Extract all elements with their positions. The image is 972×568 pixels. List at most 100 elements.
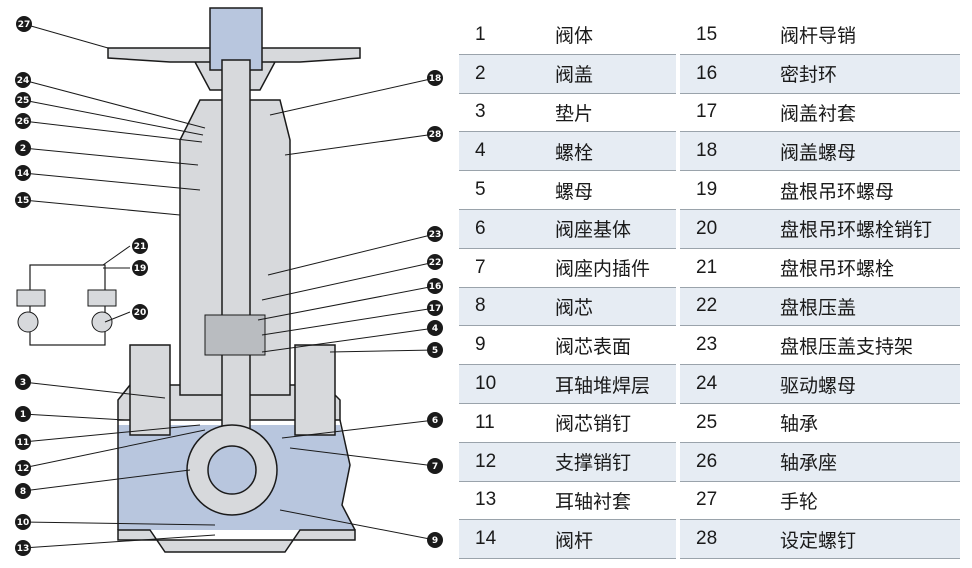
parts-table-row: 9 阀芯表面	[459, 326, 676, 366]
part-number: 28	[696, 528, 718, 550]
part-name: 阀盖衬套	[780, 102, 857, 125]
callout-18: 18	[427, 70, 443, 86]
svg-text:28: 28	[429, 130, 442, 140]
part-number: 26	[696, 450, 718, 472]
part-name: 盘根吊环螺母	[780, 180, 895, 203]
callout-26: 26	[15, 113, 31, 129]
part-name: 阀杆导销	[780, 25, 857, 48]
bolt-left	[129, 344, 171, 436]
part-name: 手轮	[780, 490, 819, 513]
part-name: 阀盖	[555, 64, 594, 87]
svg-text:23: 23	[429, 230, 442, 240]
svg-text:14: 14	[17, 169, 30, 179]
svg-text:5: 5	[432, 346, 438, 356]
parts-table-row: 2 阀盖	[459, 54, 676, 94]
callout-16: 16	[427, 278, 443, 294]
packing	[204, 314, 266, 356]
part-number: 25	[696, 411, 718, 433]
part-name: 阀体	[555, 25, 594, 48]
callout-10: 10	[15, 514, 31, 530]
callout-21: 21	[132, 238, 148, 254]
part-name: 驱动螺母	[780, 374, 857, 397]
leader-lines	[22, 23, 436, 549]
svg-text:11: 11	[17, 438, 30, 448]
callout-3: 3	[15, 374, 31, 390]
part-name: 耳轴堆焊层	[555, 374, 651, 397]
parts-table-row: 19 盘根吊环螺母	[680, 171, 960, 210]
part-name: 轴承座	[780, 452, 838, 475]
gland-eyebolt-right	[87, 289, 117, 307]
callout-14: 14	[15, 165, 31, 181]
part-number: 3	[475, 101, 486, 123]
part-number: 8	[475, 295, 486, 317]
part-name: 盘根压盖支持架	[780, 335, 914, 358]
part-number: 14	[475, 528, 497, 550]
callout-22: 22	[427, 254, 443, 270]
svg-text:13: 13	[17, 544, 30, 554]
callout-15: 15	[15, 192, 31, 208]
svg-text:18: 18	[429, 74, 442, 84]
callout-8: 8	[15, 483, 31, 499]
part-name: 轴承	[780, 413, 819, 436]
part-number: 2	[475, 62, 486, 84]
parts-table-row: 15 阀杆导销	[680, 16, 960, 55]
gland-pin-right	[91, 311, 113, 333]
callout-20: 20	[132, 304, 148, 320]
part-number: 7	[475, 256, 486, 278]
part-number: 17	[696, 101, 718, 123]
callout-1: 1	[15, 406, 31, 422]
callout-23: 23	[427, 226, 443, 242]
svg-text:26: 26	[17, 117, 30, 127]
part-number: 20	[696, 217, 718, 239]
part-name: 盘根吊环螺栓	[780, 258, 895, 281]
callout-24: 24	[15, 72, 31, 88]
callout-5: 5	[427, 342, 443, 358]
part-number: 23	[696, 334, 718, 356]
part-number: 18	[696, 140, 718, 162]
part-name: 盘根压盖	[780, 296, 857, 319]
part-number: 10	[475, 373, 497, 395]
part-number: 12	[475, 450, 497, 472]
valve-body-outline	[117, 419, 356, 531]
part-number: 19	[696, 179, 718, 201]
callout-12: 12	[15, 460, 31, 476]
svg-text:4: 4	[432, 324, 438, 334]
callout-25: 25	[15, 92, 31, 108]
part-name: 阀芯	[555, 296, 594, 319]
callout-17: 17	[427, 300, 443, 316]
svg-text:19: 19	[134, 264, 147, 274]
svg-text:21: 21	[134, 242, 147, 252]
svg-text:24: 24	[17, 76, 30, 86]
part-number: 6	[475, 217, 486, 239]
part-name: 阀芯表面	[555, 335, 632, 358]
valve-cross-section-diagram: 27 24 25 26 2 14 15 21 19 20 3 1 11 12 8…	[15, 7, 443, 556]
part-number: 24	[696, 373, 718, 395]
svg-text:6: 6	[432, 416, 438, 426]
parts-table-row: 12 支撑销钉	[459, 442, 676, 482]
svg-text:8: 8	[20, 487, 26, 497]
parts-table-row: 10 耳轴堆焊层	[459, 365, 676, 404]
svg-text:7: 7	[432, 462, 438, 472]
callout-27: 27	[16, 16, 32, 32]
callout-11: 11	[15, 434, 31, 450]
callout-19: 19	[132, 260, 148, 276]
parts-table-row: 24 驱动螺母	[680, 365, 960, 404]
part-name: 支撑销钉	[555, 452, 632, 475]
part-number: 15	[696, 23, 718, 45]
svg-text:15: 15	[17, 196, 30, 206]
part-name: 阀芯销钉	[555, 413, 632, 436]
part-number: 13	[475, 489, 497, 511]
part-number: 4	[475, 140, 486, 162]
callout-4: 4	[427, 320, 443, 336]
part-number: 9	[475, 334, 486, 356]
